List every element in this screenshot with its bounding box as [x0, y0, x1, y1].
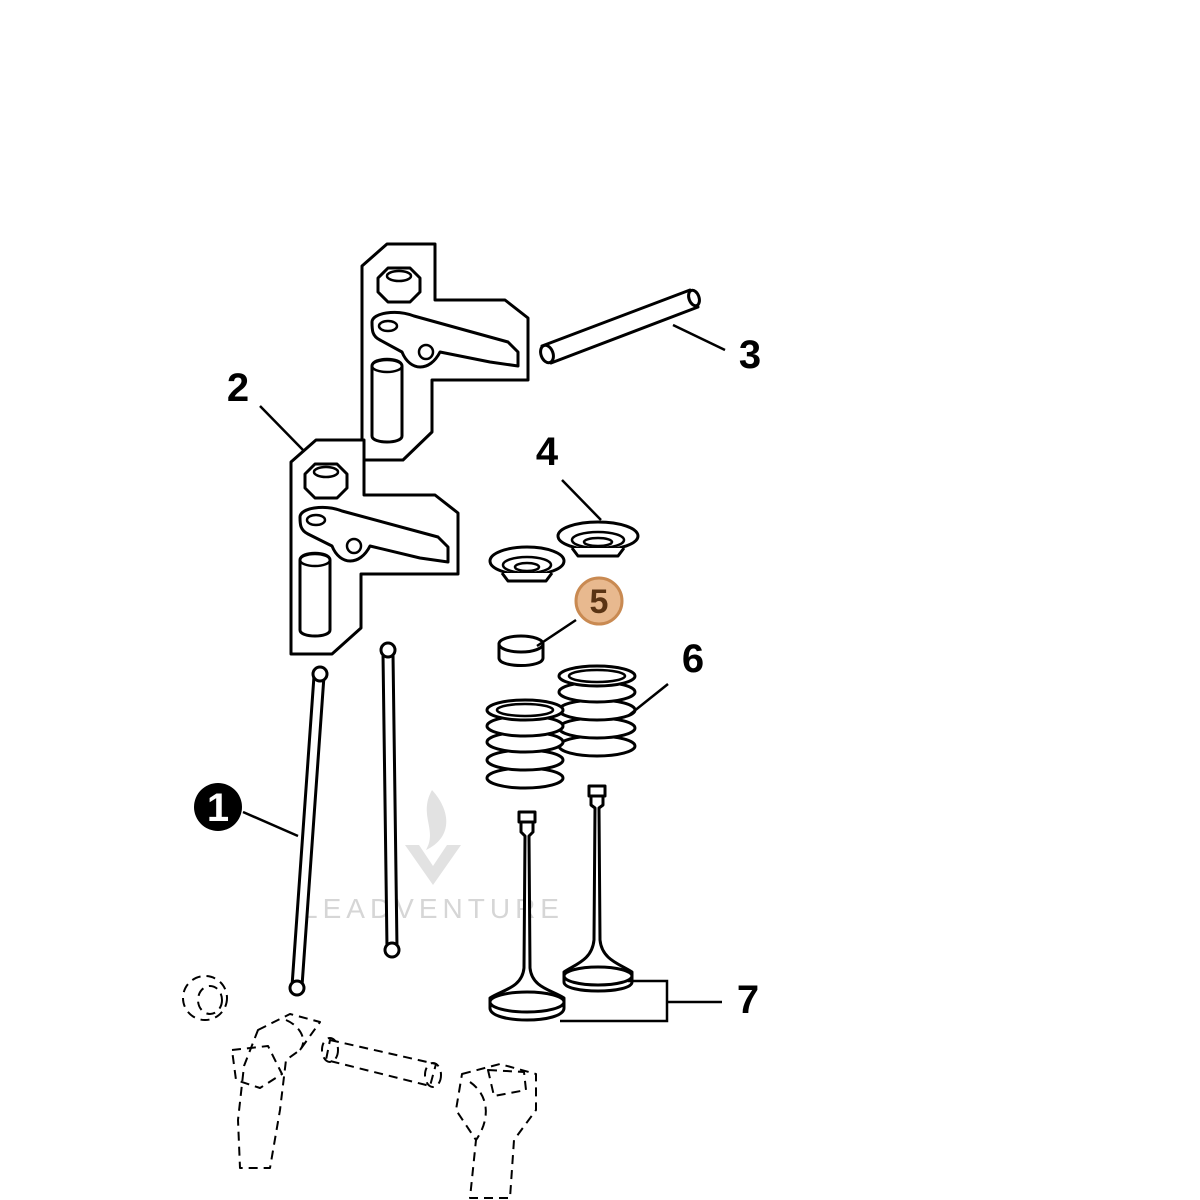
callout-6-label: 6 — [682, 637, 704, 681]
rocker-arm-kit-upper — [360, 242, 530, 462]
callout-7-label: 7 — [737, 978, 759, 1022]
callout-3-label: 3 — [739, 333, 761, 377]
callout-1-label: 1 — [207, 786, 229, 830]
rocker-arm-kit-lower — [289, 438, 460, 656]
watermark-v-icon — [405, 845, 461, 885]
valve-spring-left — [485, 698, 565, 790]
callout-2-label: 2 — [227, 366, 249, 410]
valve-left — [488, 810, 566, 1022]
valve-spring-right — [557, 664, 637, 758]
leader-lines — [242, 323, 726, 1023]
push-rod-right — [379, 641, 401, 959]
ghost-cam-bracket-right — [455, 1063, 537, 1199]
watermark-text: LEADVENTURE — [302, 893, 564, 924]
valve-cap — [497, 634, 545, 667]
callout-1: 1 — [194, 783, 242, 831]
callouts: 1 2 3 4 5 6 7 — [194, 333, 761, 1022]
leader-4 — [561, 479, 602, 521]
leader-7 — [560, 979, 722, 1023]
ghost-cam-shaft — [321, 1037, 442, 1088]
watermark: LEADVENTURE — [302, 790, 564, 924]
watermark-flame-icon — [426, 790, 447, 850]
callout-5-label: 5 — [590, 583, 609, 621]
leader-5 — [536, 618, 577, 648]
leader-6 — [627, 683, 669, 717]
callout-5: 5 — [574, 576, 624, 626]
callout-5-highlight — [574, 576, 624, 626]
leader-2 — [259, 405, 304, 451]
spring-retainer-right — [556, 520, 640, 558]
leader-3 — [672, 323, 726, 352]
leader-1 — [242, 810, 299, 838]
spring-retainer-left — [488, 545, 566, 583]
rocker-shaft — [539, 288, 701, 365]
ghost-lifter — [182, 975, 228, 1021]
callout-4-label: 4 — [536, 430, 559, 474]
push-rod-left — [288, 665, 329, 997]
valve-right — [562, 784, 634, 993]
ghost-cam-bracket-left — [231, 1013, 321, 1169]
